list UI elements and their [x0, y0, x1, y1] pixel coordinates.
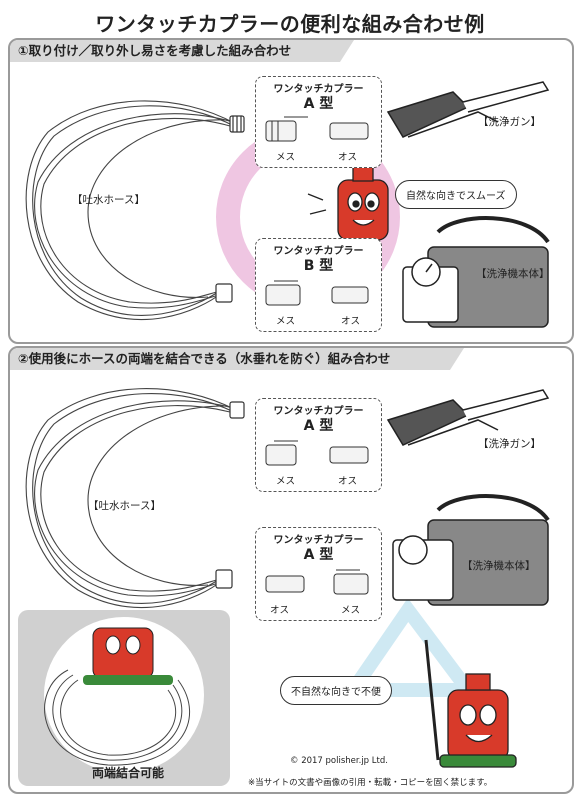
coupler-a2-type: A 型 [303, 547, 334, 563]
female-part-shape [333, 573, 369, 595]
section1-heading: ①取り付け／取り外し易さを考慮した組み合わせ [10, 40, 354, 62]
coupler-a-parts [265, 116, 369, 142]
section2-hose-label: 【吐水ホース】 [88, 500, 161, 512]
pressure-washer-shape [392, 494, 550, 606]
mascot-character-shape [307, 166, 389, 241]
coupler-a1-left: メス [276, 476, 296, 487]
male-part-shape [265, 575, 305, 593]
hose-fittings-shape [215, 401, 245, 589]
coupler-b-left: メス [276, 316, 296, 327]
coupler-a2-right: メス [341, 605, 361, 616]
wash-gun-shape [386, 389, 550, 446]
inset-panel-shape [18, 610, 230, 786]
section2-washer-label: 【洗浄機本体】 [462, 560, 536, 572]
coupler-a-right: オス [338, 152, 358, 163]
coupler-a1-box: ワンタッチカプラー A 型 メス オス [255, 398, 382, 492]
mascot-character-shape [424, 639, 517, 768]
coupler-b-parts [265, 280, 369, 306]
coiled-hose-shape [25, 100, 237, 321]
coupler-a1-right: オス [338, 476, 358, 487]
section2-gun-label: 【洗浄ガン】 [478, 438, 541, 450]
section1-gun-label: 【洗浄ガン】 [478, 116, 541, 128]
coupler-b-name: ワンタッチカプラー [273, 246, 364, 257]
blue-triangle-shape [339, 598, 482, 697]
notice-text: ※当サイトの文書や画像の引用・転載・コピーを固く禁じます。 [248, 778, 493, 788]
coupler-a2-name: ワンタッチカプラー [273, 535, 364, 546]
section2-speech-bubble: 不自然な向きで不便 [280, 676, 392, 705]
pressure-washer-shape [402, 216, 550, 328]
section1-washer-label: 【洗浄機本体】 [476, 268, 550, 280]
page-title: ワンタッチカプラーの便利な組み合わせ例 [95, 12, 485, 36]
both-ends-label: 両端結合可能 [92, 766, 165, 780]
male-part-shape [331, 286, 369, 304]
coupler-a-type: A 型 [303, 96, 334, 112]
section2-art [18, 388, 550, 786]
female-part-shape [265, 120, 297, 142]
coupler-a2-left: オス [270, 605, 290, 616]
section2-heading: ②使用後にホースの両端を結合できる（水垂れを防ぐ）組み合わせ [10, 348, 464, 370]
coupler-a2-box: ワンタッチカプラー A 型 オス メス [255, 527, 382, 621]
coupler-a-name: ワンタッチカプラー [273, 84, 364, 95]
section1-speech-bubble: 自然な向きでスムーズ [395, 180, 517, 209]
copyright-text: © 2017 polisher.jp Ltd. [290, 756, 388, 766]
coupler-a1-name: ワンタッチカプラー [273, 406, 364, 417]
coupler-a-box: ワンタッチカプラー A 型 メス オス [255, 76, 382, 168]
female-part-shape [265, 284, 301, 306]
section1-hose-label: 【吐水ホース】 [72, 194, 145, 206]
coiled-hose-shape [25, 388, 237, 609]
coupler-a-left: メス [276, 152, 296, 163]
wash-gun-shape [386, 81, 550, 138]
female-part-shape [265, 444, 297, 466]
coupler-a1-parts [265, 440, 369, 466]
male-part-shape [329, 446, 369, 464]
hose-fittings-shape [215, 115, 245, 303]
coupler-b-type: B 型 [303, 258, 334, 274]
male-part-shape [329, 122, 369, 140]
coupler-b-right: オス [341, 316, 361, 327]
coupler-b-box: ワンタッチカプラー B 型 メス オス [255, 238, 382, 332]
coupler-a2-parts [265, 569, 369, 595]
coupler-a1-type: A 型 [303, 418, 334, 434]
